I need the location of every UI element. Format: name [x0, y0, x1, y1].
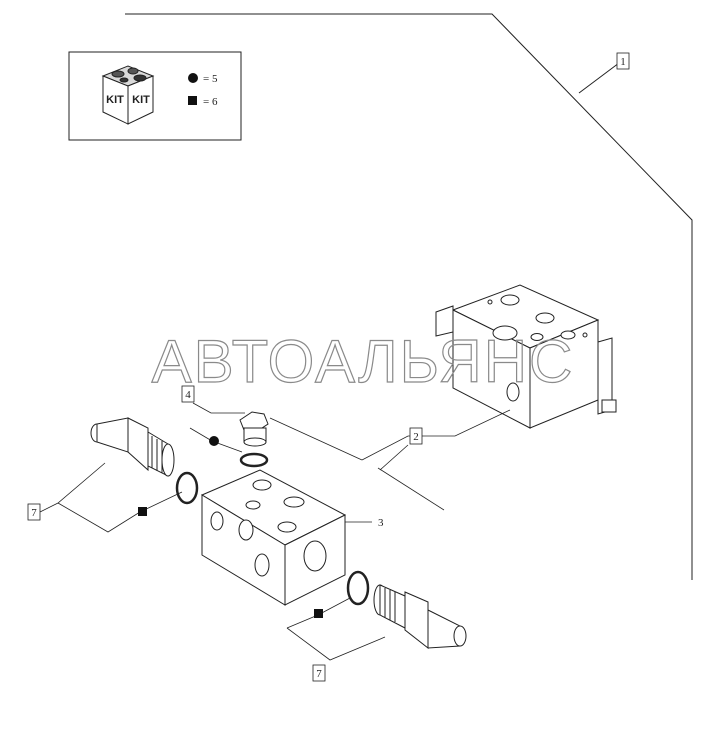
callout-4-label: 4	[185, 389, 191, 401]
kit-legend: KIT KIT = 5 = 6	[68, 51, 242, 141]
callout-1[interactable]: 1	[616, 52, 630, 70]
valve-block-large	[435, 284, 617, 429]
assembly-outline	[125, 13, 693, 580]
callout-7-right-label: 7	[316, 668, 322, 680]
callout-7-left-label: 7	[31, 507, 37, 519]
valve-block-small	[200, 469, 347, 606]
cartridge-right	[346, 570, 467, 650]
callout-7-left[interactable]: 7	[27, 462, 183, 533]
callout-3-label: 3	[378, 517, 384, 529]
callout-2[interactable]: 2	[269, 409, 511, 511]
cartridge-left	[90, 417, 199, 505]
circle-symbol-icon	[188, 73, 198, 83]
square-symbol-icon	[188, 96, 197, 105]
seal-square-marker-right	[314, 609, 323, 618]
callout-2-label: 2	[413, 431, 419, 443]
callout-4[interactable]: 4	[181, 385, 245, 453]
kit-label-right: KIT	[132, 94, 150, 106]
kit-label-left: KIT	[106, 94, 124, 106]
kit-box-icon	[101, 65, 155, 125]
watermark-text: АВТОАЛЬЯНС	[152, 328, 575, 395]
legend-circle-ref: = 5	[203, 73, 218, 85]
callout-3[interactable]: 3	[345, 517, 384, 529]
seal-circle-marker	[209, 436, 219, 446]
plug-part	[239, 411, 269, 468]
callout-1-label: 1	[620, 56, 626, 68]
seal-square-marker-left	[138, 507, 147, 516]
callout-7-right[interactable]: 7	[286, 597, 386, 682]
legend-square-ref: = 6	[203, 96, 218, 108]
